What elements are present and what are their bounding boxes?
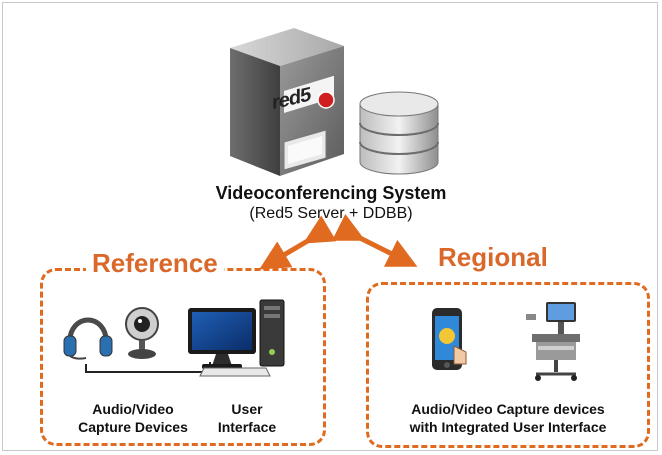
diagram-frame [2,2,658,451]
regional-caption: Audio/Video Capture devices with Integra… [372,400,644,436]
pc-tower-icon [259,299,285,367]
reference-devices-caption-line2: Capture Devices [78,419,188,435]
webcam-icon [125,307,159,359]
reference-devices-caption-line1: Audio/Video [92,401,174,417]
reference-devices-caption: Audio/Video Capture Devices [58,400,208,436]
regional-group-box [366,282,650,448]
database-icon [359,91,439,175]
system-title: Videoconferencing System [215,183,447,203]
headset-icon [63,317,113,360]
monitor-icon [188,308,256,369]
reference-ui-caption-line2: Interface [217,419,277,435]
smartphone-icon [432,308,467,370]
server-icon [230,28,344,176]
regional-label: Regional [432,242,554,273]
keyboard-icon [199,367,271,377]
regional-caption-line2: with Integrated User Interface [409,419,607,435]
reference-ui-caption: User Interface [202,400,292,436]
regional-caption-line1: Audio/Video Capture devices [411,401,605,417]
reference-ui-caption-line1: User [231,401,263,417]
medical-cart-icon [526,302,580,381]
reference-label: Reference [86,248,224,279]
